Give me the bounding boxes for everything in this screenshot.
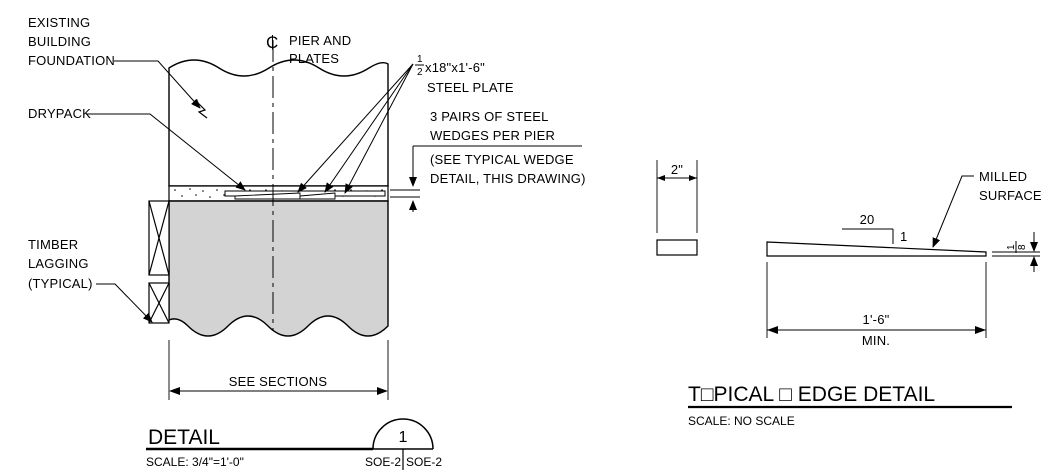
steel-plate-frac-num: 1 [417,54,423,65]
pier-body [168,200,389,337]
length-min-label: MIN. [862,333,890,348]
wedge-end-view [656,239,698,256]
sheet-ref-left: SOE-2 [365,455,401,469]
milled-surface-leader [932,175,974,248]
sheet-ref-right: SOE-2 [406,455,442,469]
steel-plate-frac-den: 2 [417,67,423,78]
milled-surface-label: MILLED SURFACE [979,169,1042,203]
existing-foundation-label: EXISTING BUILDING FOUNDATION [28,15,115,68]
existing-foundation-leader [114,60,201,109]
detail-number: 1 [399,429,408,446]
wedge-detail-scale: SCALE: NO SCALE [688,414,795,428]
centerline-symbol: ₵ [266,33,278,52]
pier-and-plates-label: PIER AND PLATES [289,33,355,66]
wedge-pair-2 [299,192,336,200]
existing-foundation-outline [168,59,389,187]
detail-scale: SCALE: 3/4"=1'-0" [146,455,244,469]
wedge-width-label: 2" [671,162,683,177]
svg-text:1: 1 [1006,244,1017,250]
detail-bubble [372,418,434,450]
steel-plate-size-label: x18"x1'-6" [425,60,485,75]
svg-text:8: 8 [1017,244,1028,250]
steel-plate-leader-3 [344,63,414,194]
length-label: 1'-6" [863,312,890,327]
length-arrow-right [975,326,986,334]
timber-lagging [148,200,170,324]
timber-lagging-label: TIMBER LAGGING (TYPICAL) [28,237,93,291]
slope-run: 20 [860,212,875,227]
wedge-side-view [766,241,987,257]
see-sections-arrow-right [377,387,388,395]
see-sections-arrow-left [169,387,180,395]
steel-plate-leader-1 [297,63,414,193]
steel-plate-label: STEEL PLATE [427,80,514,95]
length-arrow-left [767,326,778,334]
wedge-width-arrow-left [657,175,665,181]
timber-lagging-leader [96,283,153,323]
wedges-note: 3 PAIRS OF STEEL WEDGES PER PIER (SEE TY… [430,109,586,186]
thickness-fraction: 1 8 [1006,241,1028,253]
detail-title: DETAIL [148,426,220,449]
drypack-label: DRYPACK [28,106,91,121]
steel-plate-leader-2 [324,63,414,193]
see-sections-label: SEE SECTIONS [229,374,328,389]
wedge-detail-title: T□PICAL □ EDGE DETAIL [688,383,935,406]
wedge-width-arrow-right [689,175,697,181]
drypack-leader [86,113,246,191]
slope-rise: 1 [900,229,907,244]
